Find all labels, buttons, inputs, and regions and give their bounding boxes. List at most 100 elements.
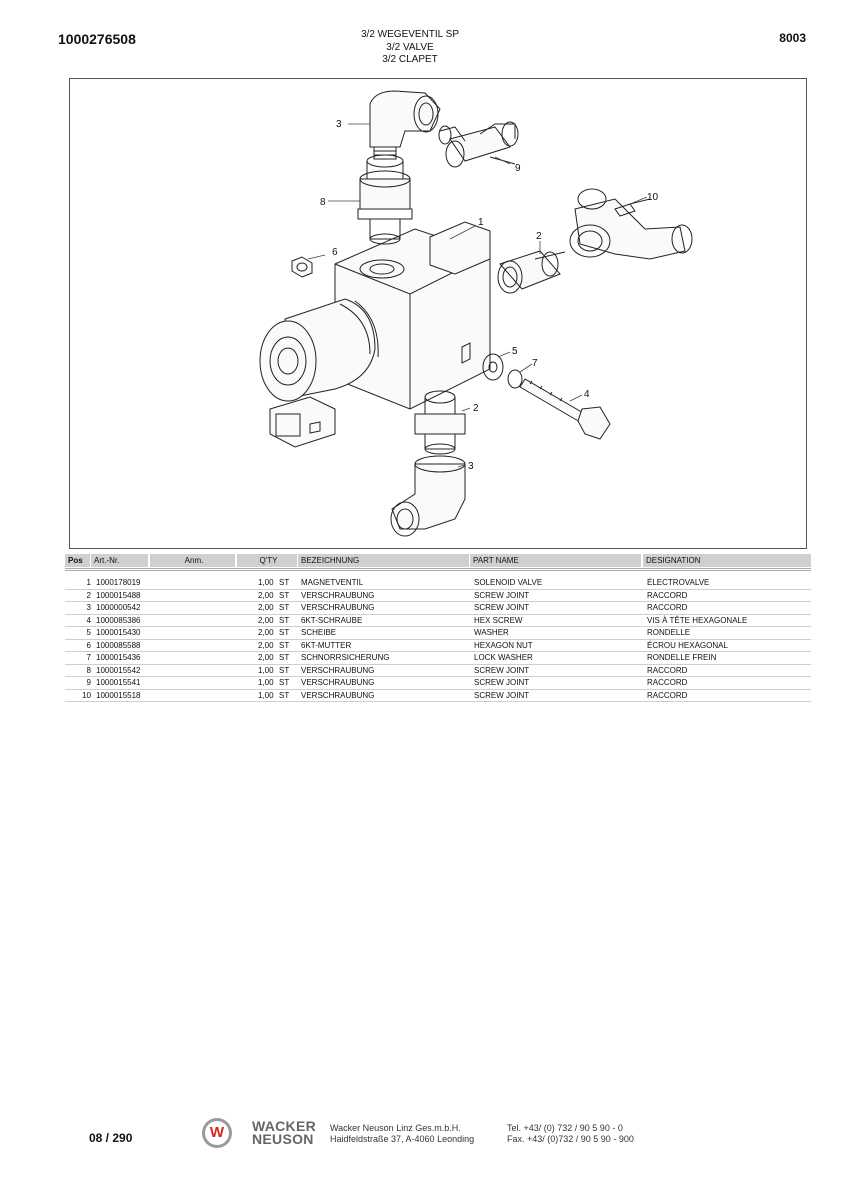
- table-row: 5 1000015430 2,00 ST SCHEIBE WASHER ROND…: [65, 627, 811, 640]
- leader-lines: [307, 123, 648, 468]
- col-designation: DESIGNATION: [643, 554, 811, 567]
- row-part: SCREW JOINT: [474, 690, 530, 700]
- callout-8: 8: [320, 197, 326, 208]
- callout-7: 7: [532, 358, 538, 369]
- row-qty: 1,00: [258, 690, 274, 700]
- row-unit: ST: [279, 578, 290, 587]
- row-unit: ST: [279, 665, 290, 675]
- row-qty: 2,00: [258, 603, 274, 612]
- row-desig: VIS À TÊTE HEXAGONALE: [647, 615, 748, 625]
- row-pos: 7: [86, 653, 91, 662]
- page-number: 08 / 290: [89, 1131, 133, 1145]
- col-bezeichnung: BEZEICHNUNG: [298, 554, 469, 567]
- brand-line-1: WACKER: [252, 1118, 317, 1134]
- fax: Fax. +43/ (0)732 / 90 5 90 - 900: [507, 1134, 634, 1144]
- hexagon-nut-6: [291, 256, 313, 278]
- row-pos: 4: [86, 615, 91, 625]
- row-desig: ÉLECTROVALVE: [647, 578, 710, 587]
- screw-joint-8: [357, 154, 413, 245]
- row-pos: 5: [86, 628, 91, 637]
- row-desig: RONDELLE: [647, 628, 691, 637]
- row-pos: 2: [86, 590, 91, 600]
- exploded-diagram: 3 8 1 6 2 9 10 5 7 4 2 3: [259, 90, 693, 537]
- row-qty: 1,00: [258, 665, 274, 675]
- row-pos: 3: [86, 603, 91, 612]
- row-unit: ST: [279, 603, 290, 612]
- title-de: 3/2 WEGEVENTIL SP: [361, 29, 459, 40]
- contact-numbers: Tel. +43/ (0) 732 / 90 5 90 - 0 Fax. +43…: [507, 1123, 634, 1145]
- col-art-nr: Art.-Nr.: [91, 554, 148, 567]
- valve-block: [334, 221, 491, 410]
- callout-5: 5: [512, 346, 518, 357]
- elbow-fitting-top: [369, 90, 441, 160]
- row-bez: SCHNORRSICHERUNG: [301, 653, 390, 662]
- table-row: 9 1000015541 1,00 ST VERSCHRAUBUNG SCREW…: [65, 677, 811, 690]
- wacker-neuson-logo-icon: W: [202, 1118, 232, 1148]
- row-unit: ST: [279, 640, 290, 650]
- row-art: 1000015518: [96, 690, 141, 700]
- row-pos: 9: [86, 678, 91, 687]
- row-art: 1000015436: [96, 653, 141, 662]
- table-row: 10 1000015518 1,00 ST VERSCHRAUBUNG SCRE…: [65, 690, 811, 702]
- row-unit: ST: [279, 628, 290, 637]
- table-row: 7 1000015436 2,00 ST SCHNORRSICHERUNG LO…: [65, 652, 811, 665]
- row-art: 1000015430: [96, 628, 141, 637]
- brand-name: WACKER NEUSON: [252, 1118, 317, 1147]
- document-number: 1000276508: [58, 31, 136, 47]
- col-anm: Anm.: [150, 554, 235, 567]
- title-fr: 3/2 CLAPET: [382, 54, 438, 65]
- table-row: 6 1000085588 2,00 ST 6KT-MUTTER HEXAGON …: [65, 640, 811, 652]
- telephone: Tel. +43/ (0) 732 / 90 5 90 - 0: [507, 1123, 623, 1133]
- row-desig: RACCORD: [647, 665, 688, 675]
- row-bez: VERSCHRAUBUNG: [301, 678, 375, 687]
- row-art: 1000085386: [96, 615, 141, 625]
- row-qty: 2,00: [258, 615, 274, 625]
- row-bez: MAGNETVENTIL: [301, 578, 364, 587]
- washer-5: [482, 353, 504, 381]
- company-name: Wacker Neuson Linz Ges.m.b.H.: [330, 1123, 461, 1133]
- logo-letter: W: [209, 1124, 225, 1141]
- row-qty: 1,00: [258, 578, 274, 587]
- row-bez: VERSCHRAUBUNG: [301, 590, 375, 600]
- row-bez: VERSCHRAUBUNG: [301, 665, 375, 675]
- table-row: 4 1000085386 2,00 ST 6KT-SCHRAUBE HEX SC…: [65, 615, 811, 627]
- row-unit: ST: [279, 615, 290, 625]
- col-pos: Pos: [65, 554, 90, 567]
- exploded-diagram-frame: 3 8 1 6 2 9 10 5 7 4 2 3: [69, 78, 807, 549]
- row-bez: 6KT-SCHRAUBE: [301, 615, 363, 625]
- row-qty: 1,00: [258, 678, 274, 687]
- callout-10: 10: [647, 192, 659, 203]
- table-row: 1 1000178019 1,00 ST MAGNETVENTIL SOLENO…: [65, 577, 811, 590]
- parts-table-header: Pos Art.-Nr. Anm. Q'TY BEZEICHNUNG PART …: [65, 554, 811, 571]
- screw-joint-2-right: [497, 250, 566, 294]
- row-art: 1000000542: [96, 603, 141, 612]
- callout-1: 1: [478, 217, 484, 228]
- row-part: SCREW JOINT: [474, 603, 530, 612]
- row-qty: 2,00: [258, 590, 274, 600]
- row-pos: 10: [82, 690, 91, 700]
- street-address: Haidfeldstraße 37, A-4060 Leonding: [330, 1134, 475, 1144]
- row-pos: 1: [86, 578, 91, 587]
- page-titles: 3/2 WEGEVENTIL SP 3/2 VALVE 3/2 CLAPET: [310, 29, 510, 67]
- callout-3-lower: 3: [468, 461, 474, 472]
- title-en: 3/2 VALVE: [386, 41, 434, 53]
- page-code: 8003: [779, 31, 806, 45]
- row-bez: 6KT-MUTTER: [301, 640, 352, 650]
- hex-screw-4: [519, 378, 611, 440]
- row-qty: 2,00: [258, 640, 274, 650]
- brand-line-2: NEUSON: [252, 1131, 314, 1147]
- lock-washer-7: [507, 369, 523, 389]
- tee-fitting-9: [438, 121, 519, 168]
- company-address: Wacker Neuson Linz Ges.m.b.H. Haidfeldst…: [330, 1123, 474, 1145]
- callout-3-top: 3: [336, 119, 342, 130]
- row-art: 1000015488: [96, 590, 141, 600]
- row-unit: ST: [279, 653, 290, 662]
- row-pos: 6: [86, 640, 91, 650]
- row-part: HEXAGON NUT: [474, 640, 533, 650]
- row-pos: 8: [86, 665, 91, 675]
- callout-2-lower: 2: [473, 403, 479, 414]
- row-part: LOCK WASHER: [474, 653, 533, 662]
- row-bez: VERSCHRAUBUNG: [301, 690, 375, 700]
- row-part: HEX SCREW: [474, 615, 523, 625]
- callout-6: 6: [332, 247, 338, 258]
